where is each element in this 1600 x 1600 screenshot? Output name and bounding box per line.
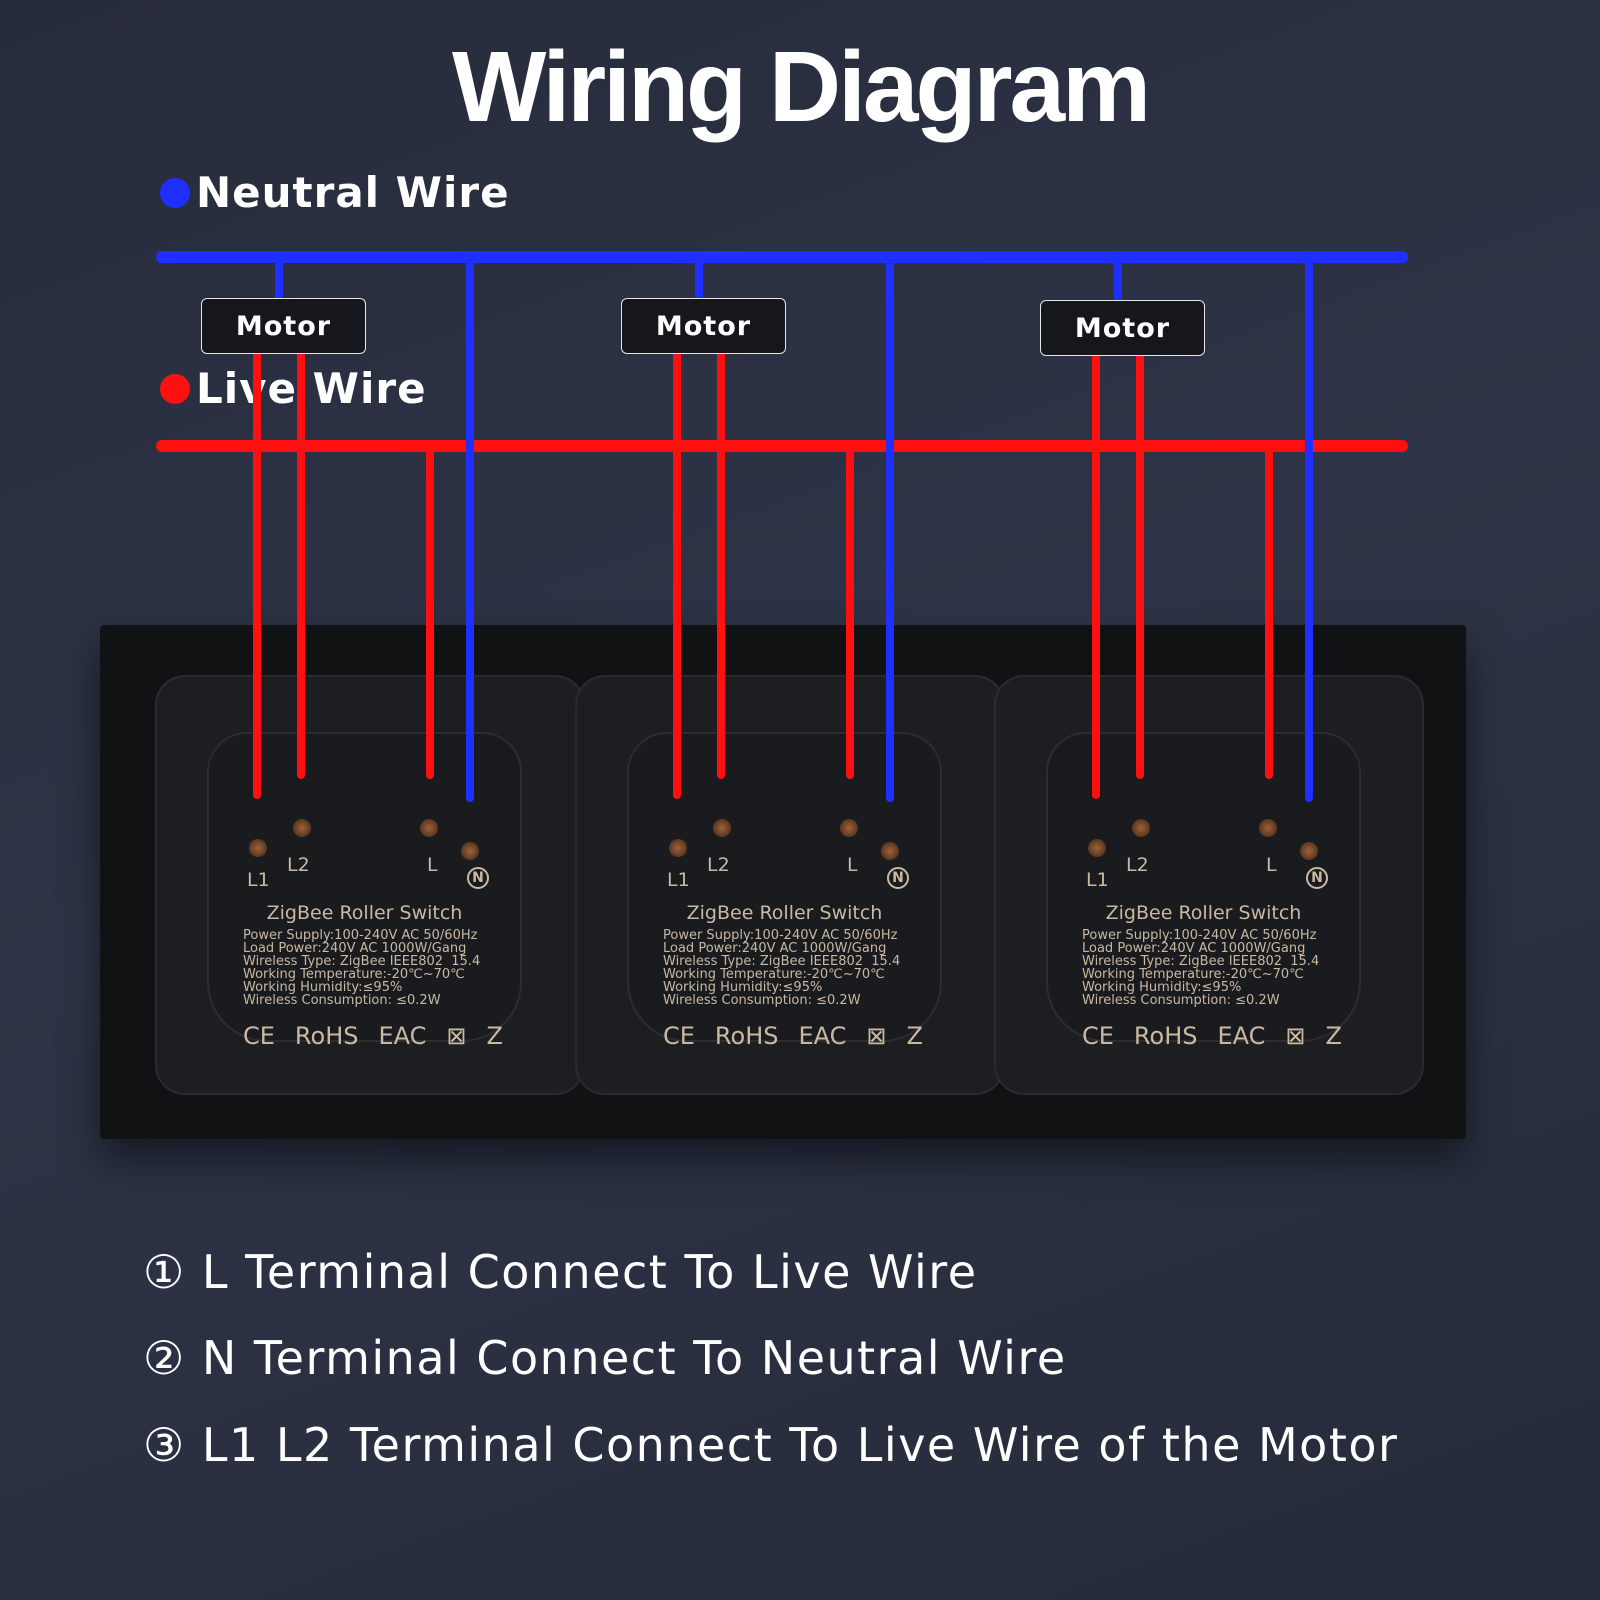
terminal-l: L xyxy=(847,854,858,876)
cert-mark: Z xyxy=(906,1022,923,1050)
spec-line: Wireless Consumption: ≤0.2W xyxy=(1082,993,1280,1008)
spec-line: Power Supply:100-240V AC 50/60Hz xyxy=(1082,928,1317,943)
cert-mark: ⊠ xyxy=(1285,1022,1306,1050)
legend-live-label: Live Wire xyxy=(196,364,427,413)
terminal-l: L xyxy=(1266,854,1277,876)
motor-box: Motor xyxy=(621,298,786,354)
page-title: Wiring Diagram xyxy=(451,31,1151,143)
module-name: ZigBee Roller Switch xyxy=(266,902,463,924)
spec-line: Working Humidity:≤95% xyxy=(663,980,823,995)
terminal-l2: L2 xyxy=(707,854,730,876)
red-dot-icon xyxy=(160,373,190,404)
cert-mark: RoHS xyxy=(294,1022,359,1050)
cert-mark: EAC xyxy=(378,1022,427,1050)
terminal-n: N xyxy=(1306,867,1328,889)
note-1: ① L Terminal Connect To Live Wire xyxy=(143,1245,978,1299)
terminal-l1: L1 xyxy=(247,869,270,891)
terminal-l1: L1 xyxy=(1086,869,1109,891)
spec-line: Wireless Type: ZigBee IEEE802 15.4 xyxy=(663,954,901,969)
cert-mark: EAC xyxy=(798,1022,847,1050)
terminal-l2: L2 xyxy=(1126,854,1149,876)
cert-mark: RoHS xyxy=(714,1022,779,1050)
spec-line: Power Supply:100-240V AC 50/60Hz xyxy=(663,928,898,943)
module-name: ZigBee Roller Switch xyxy=(1105,902,1302,924)
spec-line: Working Temperature:-20℃~70℃ xyxy=(663,967,885,982)
legend-neutral: Neutral Wire xyxy=(160,168,510,217)
spec-line: Working Temperature:-20℃~70℃ xyxy=(1082,967,1304,982)
cert-mark: CE xyxy=(663,1022,695,1050)
spec-line: Working Humidity:≤95% xyxy=(1082,980,1242,995)
cert-mark: EAC xyxy=(1217,1022,1266,1050)
spec-line: Power Supply:100-240V AC 50/60Hz xyxy=(243,928,478,943)
note-3: ③ L1 L2 Terminal Connect To Live Wire of… xyxy=(143,1418,1399,1472)
spec-line: Working Temperature:-20℃~70℃ xyxy=(243,967,465,982)
terminal-l: L xyxy=(427,854,438,876)
spec-line: Wireless Type: ZigBee IEEE802 15.4 xyxy=(1082,954,1320,969)
cert-mark: CE xyxy=(243,1022,275,1050)
cert-mark: Z xyxy=(1325,1022,1342,1050)
note-2: ② N Terminal Connect To Neutral Wire xyxy=(143,1331,1067,1385)
blue-dot-icon xyxy=(160,177,190,208)
spec-line: Load Power:240V AC 1000W/Gang xyxy=(663,941,887,956)
spec-line: Working Humidity:≤95% xyxy=(243,980,403,995)
terminal-l2: L2 xyxy=(287,854,310,876)
motor-box: Motor xyxy=(201,298,366,354)
spec-line: Load Power:240V AC 1000W/Gang xyxy=(1082,941,1306,956)
spec-line: Load Power:240V AC 1000W/Gang xyxy=(243,941,467,956)
legend-live: Live Wire xyxy=(160,364,427,413)
terminal-n: N xyxy=(467,867,489,889)
terminal-l1: L1 xyxy=(667,869,690,891)
cert-mark: ⊠ xyxy=(446,1022,467,1050)
spec-line: Wireless Type: ZigBee IEEE802 15.4 xyxy=(243,954,481,969)
spec-line: Wireless Consumption: ≤0.2W xyxy=(243,993,441,1008)
cert-mark: RoHS xyxy=(1133,1022,1198,1050)
module-name: ZigBee Roller Switch xyxy=(686,902,883,924)
switch-module-2: L1 L2 L N ZigBee Roller Switch Power Sup… xyxy=(575,675,1005,1095)
motor-box: Motor xyxy=(1040,300,1205,356)
cert-mark: ⊠ xyxy=(866,1022,887,1050)
cert-mark: CE xyxy=(1082,1022,1114,1050)
terminal-n: N xyxy=(887,867,909,889)
spec-line: Wireless Consumption: ≤0.2W xyxy=(663,993,861,1008)
cert-mark: Z xyxy=(486,1022,503,1050)
legend-neutral-label: Neutral Wire xyxy=(196,168,510,217)
